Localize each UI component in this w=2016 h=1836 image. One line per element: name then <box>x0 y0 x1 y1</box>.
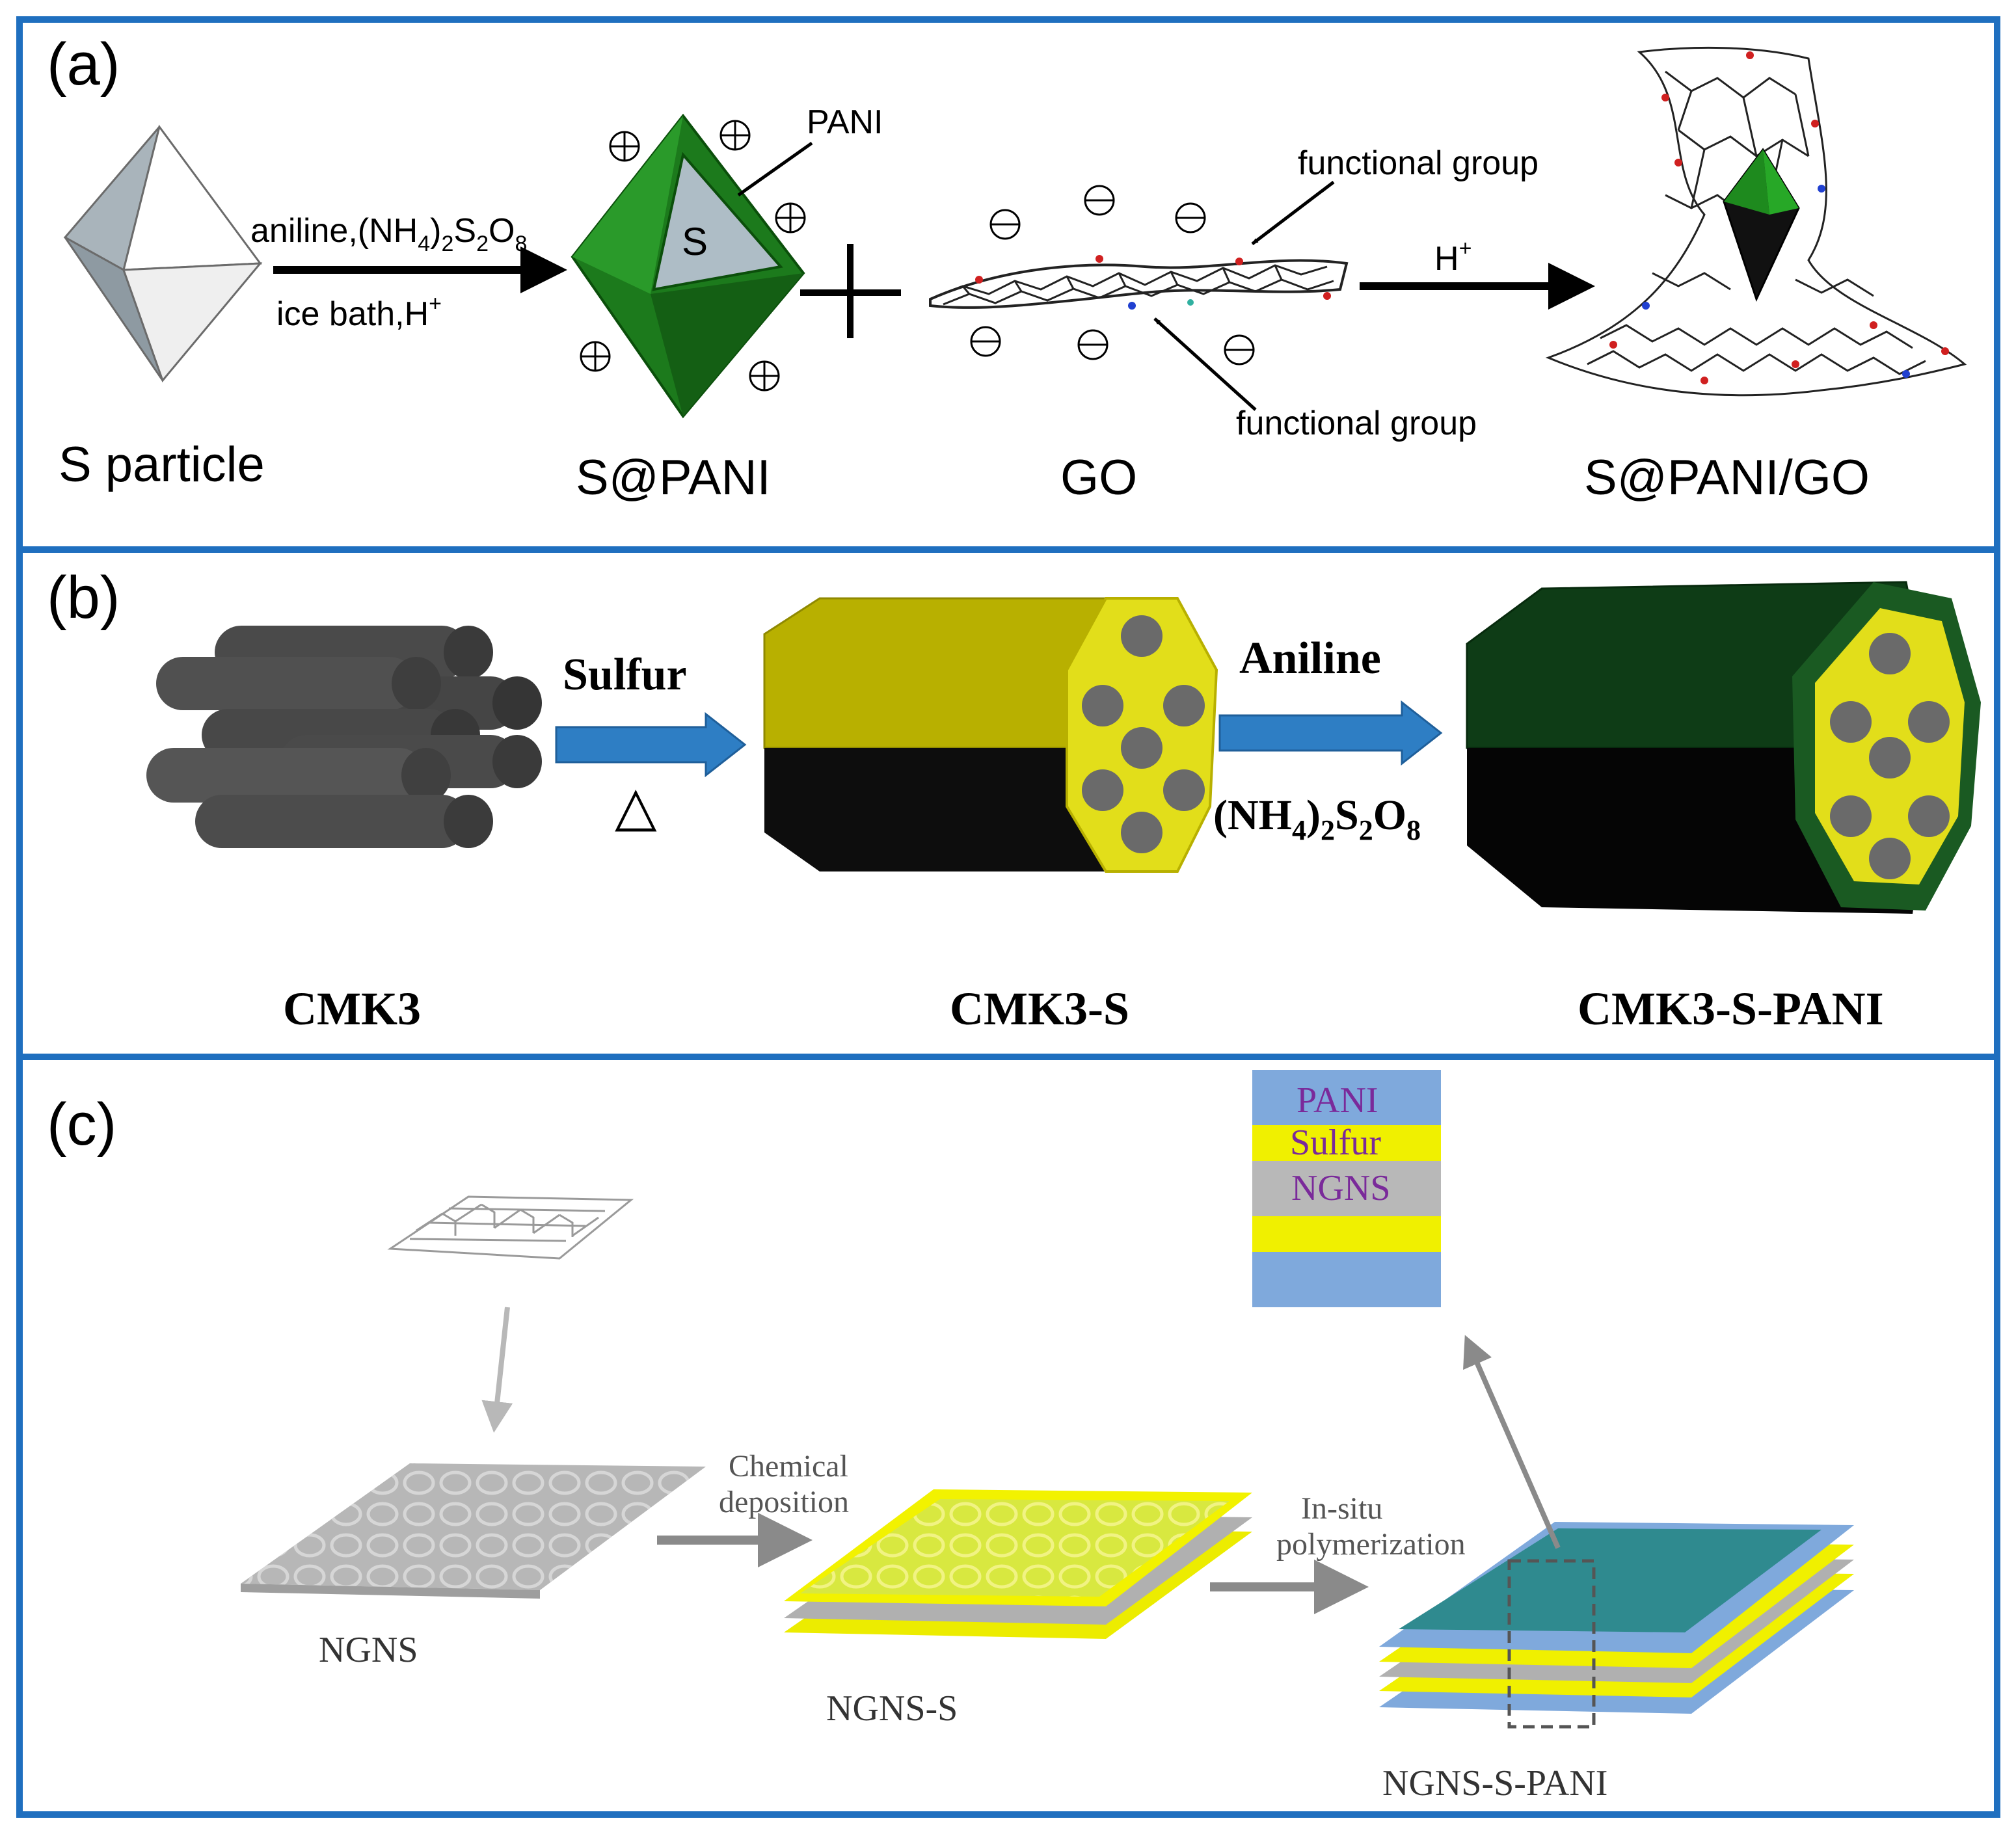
negative-charge-icon <box>1084 185 1115 216</box>
graphene-sheet-icon <box>387 1195 634 1260</box>
positive-charge-icon <box>775 202 806 233</box>
core-s-label: S <box>682 220 708 263</box>
acid-label: H+ <box>1434 236 1472 278</box>
panel-c-label: (c) <box>47 1091 116 1158</box>
cmk3-s-pani-prism <box>1466 581 1981 914</box>
go-label: GO <box>1060 450 1137 505</box>
cmk3-rod-bundle <box>146 626 542 848</box>
panel-b-label: (b) <box>47 565 120 631</box>
panel-c-frame <box>16 1054 2000 1818</box>
ngns-s-pani-label: NGNS-S-PANI <box>1382 1763 1607 1803</box>
functional-group-top-label: functional group <box>1298 144 1539 182</box>
functional-group-top-pointer <box>1251 181 1335 245</box>
ngns-s-stack <box>784 1489 1252 1639</box>
sulfur-reagent-label: Sulfur <box>563 650 687 700</box>
reagent-aniline-label: aniline,(NH4)2S2O8 <box>250 212 527 256</box>
negative-charge-icon <box>1224 334 1255 366</box>
cmk3-s-pani-label: CMK3-S-PANI <box>1578 983 1884 1035</box>
carbon-rod <box>146 748 451 803</box>
s-pani-go-label: S@PANI/GO <box>1584 450 1870 505</box>
ngns-label: NGNS <box>319 1630 418 1670</box>
aniline-reagent-label: Aniline <box>1239 633 1381 684</box>
sulfur-octahedron <box>63 124 263 382</box>
negative-charge-icon <box>970 326 1001 357</box>
sulfur-arrow <box>555 712 747 778</box>
cmk3-s-label: CMK3-S <box>950 983 1129 1035</box>
functional-group-bottom-label: functional group <box>1236 405 1477 442</box>
negative-charge-icon <box>1077 329 1109 360</box>
negative-charge-icon <box>989 209 1021 240</box>
positive-charge-icon <box>580 341 611 372</box>
reagent-ice-bath-label: ice bath,H+ <box>276 291 442 333</box>
carbon-rod <box>156 657 441 710</box>
legend-sulfur-label: Sulfur <box>1290 1123 1381 1163</box>
negative-charge-icon <box>1175 202 1206 233</box>
positive-charge-icons <box>580 120 806 392</box>
chemical-deposition-label-1: Chemical <box>729 1449 848 1483</box>
cmk3-s-prism <box>763 597 1218 873</box>
go-functional-atoms <box>975 255 1331 310</box>
s-pani-label: S@PANI <box>576 450 771 505</box>
in-situ-label-1: In-situ <box>1301 1491 1382 1526</box>
oxidant-condition-label: (NH4)2S2O8 <box>1213 792 1421 846</box>
sheet-down-arrow <box>481 1307 513 1433</box>
zoom-region-box <box>1507 1559 1596 1729</box>
zoom-arrow <box>1463 1335 1561 1549</box>
aniline-arrow <box>1218 700 1443 766</box>
ngns-s-pani-stack <box>1379 1522 1854 1714</box>
in-situ-label-2: polymerization <box>1276 1527 1466 1562</box>
pani-pointer <box>737 141 813 197</box>
positive-charge-icon <box>719 120 751 151</box>
s-pani-go-composite <box>1545 46 1967 397</box>
negative-charge-icons <box>970 185 1255 366</box>
go-sheet <box>929 259 1349 309</box>
ngns-sheet <box>241 1463 706 1599</box>
s-pani-octahedron <box>571 113 805 419</box>
cmk3-label: CMK3 <box>283 983 421 1035</box>
legend-pani-label: PANI <box>1297 1080 1378 1121</box>
layer-legend-stack <box>1252 1070 1441 1307</box>
positive-charge-icon <box>609 131 640 162</box>
ngns-s-label: NGNS-S <box>826 1688 958 1729</box>
panel-a-label: (a) <box>47 31 120 98</box>
heat-condition-label: △ <box>615 775 657 836</box>
chemical-deposition-label-2: deposition <box>719 1485 849 1519</box>
functional-group-bottom-pointer <box>1153 317 1257 411</box>
plus-icon <box>800 244 901 338</box>
pani-label: PANI <box>807 103 883 141</box>
positive-charge-icon <box>749 360 780 392</box>
carbon-rod <box>195 795 493 848</box>
legend-ngns-label: NGNS <box>1291 1168 1390 1208</box>
s-particle-label: S particle <box>59 437 265 492</box>
